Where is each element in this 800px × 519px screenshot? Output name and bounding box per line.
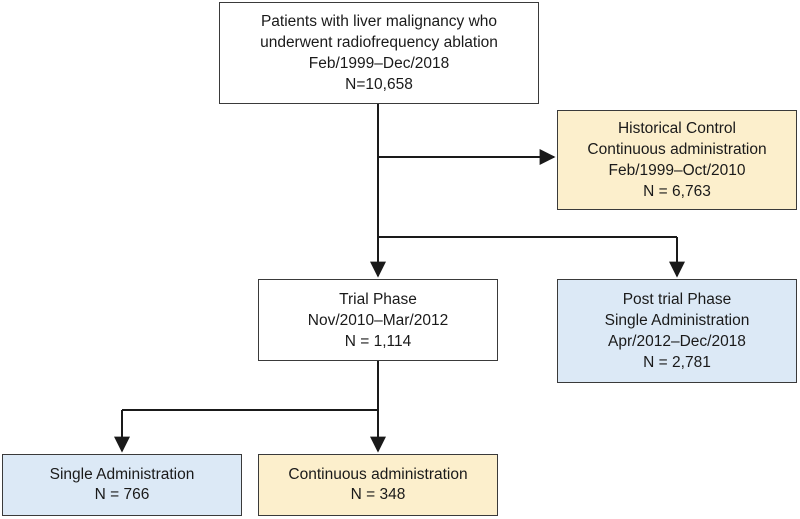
root-line-4: N=10,658	[345, 76, 413, 93]
single-administration-line-2: N = 766	[94, 486, 150, 503]
root-line-2: underwent radiofrequency ablation	[260, 34, 498, 51]
post-trial-phase-box: Post trial Phase Single Administration A…	[557, 279, 797, 383]
post-trial-line-4: N = 2,781	[643, 354, 711, 371]
trial-phase-line-3: N = 1,114	[344, 332, 412, 350]
post-trial-line-2: Single Administration	[604, 312, 750, 329]
historical-control-box: Historical Control Continuous administra…	[557, 110, 797, 210]
continuous-administration-line-2: N = 348	[350, 486, 406, 503]
trial-phase-box: Trial Phase Nov/2010–Mar/2012 N = 1,114	[258, 279, 498, 361]
trial-phase-line-1: Trial Phase	[339, 290, 417, 308]
historical-control-line-3: Feb/1999–Oct/2010	[608, 162, 746, 179]
trial-phase-line-2: Nov/2010–Mar/2012	[307, 311, 449, 329]
root-cohort-box: Patients with liver malignancy who under…	[219, 2, 539, 104]
continuous-administration-box: Continuous administration N = 348	[258, 454, 498, 516]
root-line-3: Feb/1999–Dec/2018	[308, 55, 450, 72]
historical-control-line-1: Historical Control	[617, 120, 736, 137]
post-trial-line-1: Post trial Phase	[622, 291, 732, 308]
single-administration-line-1: Single Administration	[49, 466, 195, 483]
post-trial-line-3: Apr/2012–Dec/2018	[608, 333, 746, 350]
single-administration-box: Single Administration N = 766	[2, 454, 242, 516]
historical-control-line-2: Continuous administration	[587, 141, 767, 158]
root-line-1: Patients with liver malignancy who	[260, 13, 498, 30]
historical-control-line-4: N = 6,763	[643, 183, 711, 200]
continuous-administration-line-1: Continuous administration	[288, 466, 468, 483]
